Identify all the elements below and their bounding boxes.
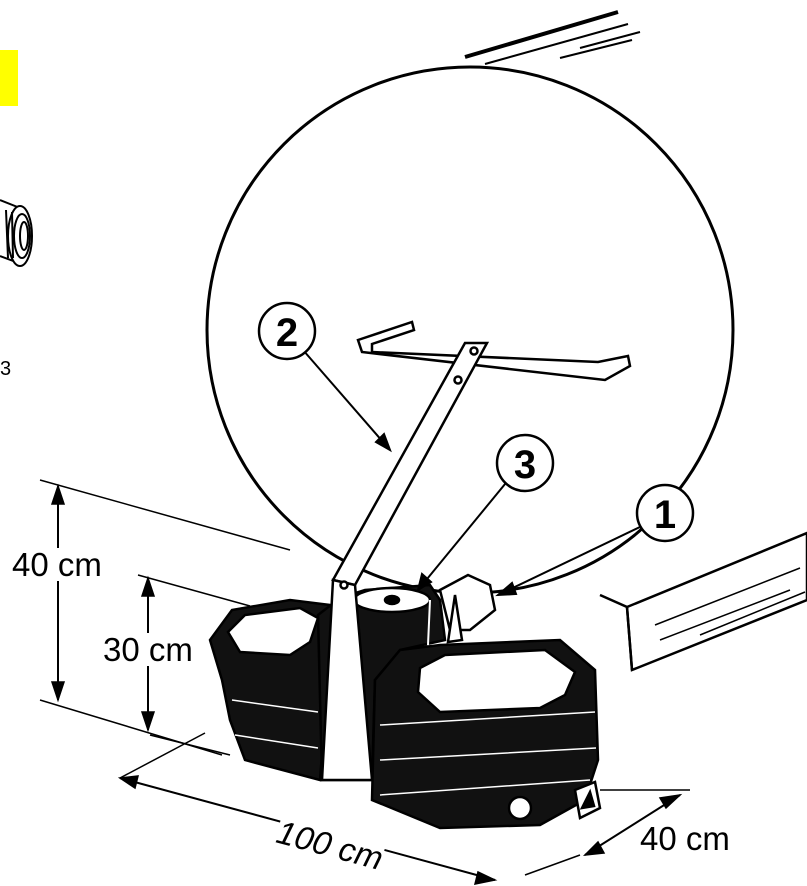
callout-1-label: 1 <box>654 493 676 537</box>
water-trough <box>208 573 602 830</box>
fence-rail-bottom <box>599 531 807 672</box>
callout-3: 3 <box>495 433 555 493</box>
hose-fitting-icon <box>0 199 33 267</box>
side-label: 3 <box>0 358 11 380</box>
callout-3-label: 3 <box>514 443 536 487</box>
dimension-height-total: 40 cm <box>12 546 102 583</box>
mounting-bracket <box>356 320 632 382</box>
support-post <box>320 341 490 782</box>
callout-leaders <box>302 349 643 597</box>
callout-2: 2 <box>257 301 317 361</box>
dimension-depth: 40 cm <box>640 820 730 857</box>
callout-1: 1 <box>635 483 695 543</box>
callout-2-label: 2 <box>276 311 298 355</box>
dimension-height-trough: 30 cm <box>103 631 193 668</box>
dimension-lines <box>39 479 690 885</box>
highlight-patch <box>0 50 18 106</box>
fence-rail-top <box>464 10 641 65</box>
